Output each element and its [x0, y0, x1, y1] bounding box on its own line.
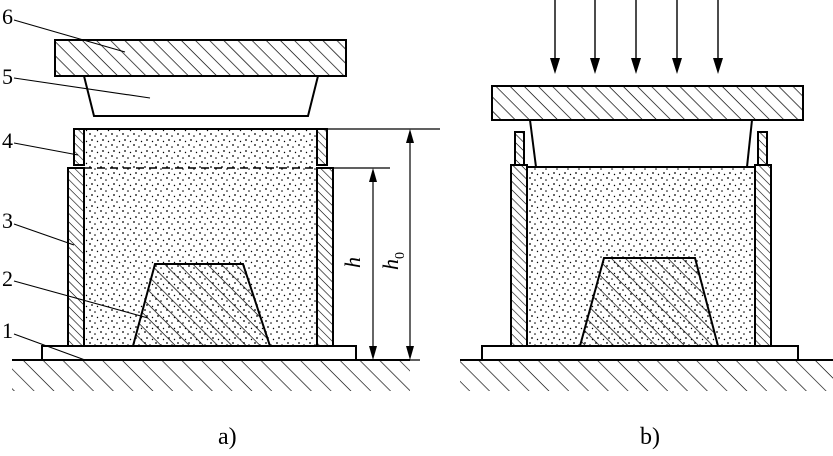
base-plate-a: [41, 345, 357, 361]
ground-b: [460, 359, 833, 391]
label-6: 6: [2, 4, 13, 29]
punch-a: [82, 75, 320, 117]
mold-wall-left-a: [67, 167, 85, 347]
part-trapezoid-b: [578, 257, 720, 347]
ring-right-a: [316, 128, 328, 166]
press-ram-b: [491, 85, 804, 121]
ring-left-b: [514, 131, 525, 166]
dimension-h0-label: h0: [378, 252, 408, 270]
panel-b: [460, 0, 833, 391]
dimension-h: [333, 167, 420, 361]
punch-b: [529, 119, 753, 168]
label-3: 3: [2, 208, 13, 233]
mold-wall-left-b: [510, 164, 528, 347]
mold-wall-right-b: [754, 164, 772, 347]
mold-wall-right-a: [316, 167, 334, 347]
caption-a: a): [218, 424, 237, 450]
label-1: 1: [2, 318, 13, 343]
ground-a: [12, 359, 410, 391]
dimension-h-label: h: [340, 257, 365, 268]
press-ram-a: [54, 39, 347, 77]
panel-a: h h0 6 5 4 3 2 1: [2, 4, 440, 391]
ring-left-a: [73, 128, 85, 166]
label-4: 4: [2, 128, 13, 153]
label-5: 5: [2, 64, 13, 89]
ring-right-b: [757, 131, 768, 166]
part-trapezoid-a: [131, 263, 272, 347]
base-plate-b: [481, 345, 799, 361]
pressure-arrows: [550, 0, 723, 74]
part-labels: 6 5 4 3 2 1: [2, 4, 151, 361]
dimension-h0: [327, 128, 440, 360]
label-2: 2: [2, 266, 13, 291]
caption-b: b): [640, 424, 660, 450]
